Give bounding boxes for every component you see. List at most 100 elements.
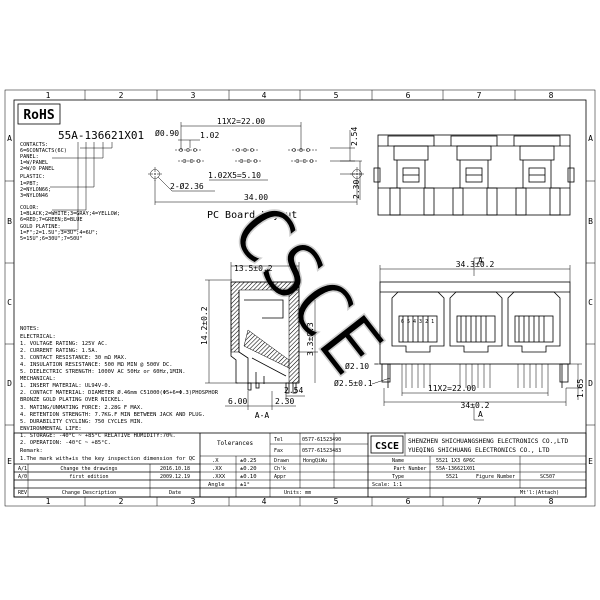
dim-row-pitch: 1.02X5=5.10 (208, 171, 261, 180)
note-line: 3. CONTACT RESISTANCE: 30 mΩ MAX. (20, 355, 127, 361)
front-view: 34.3±0.2 A A (334, 256, 585, 421)
dim-side-pitch: 2.54 (284, 386, 303, 395)
note-line: 2. CURRENT RATING: 1.5A. (20, 348, 98, 354)
legend-line: 2=W/O PANEL (20, 166, 54, 172)
tolerances-label: Tolerances (217, 440, 254, 447)
col-label: 7 (477, 497, 482, 506)
tol-val: ±0.25 (240, 458, 257, 464)
note-line: ELECTRICAL: (20, 334, 56, 340)
legend-line: 1=PBT; (20, 181, 39, 187)
company-logo: CSCE (375, 441, 399, 452)
top-grounding-tabs (373, 167, 575, 216)
col-label: 6 (406, 497, 411, 506)
type-label: Type (392, 474, 404, 480)
legend-line: 1=W/PANEL (20, 160, 48, 166)
note-line: 5. DIELECTRIC STRENGTH: 1000V AC 50Hz or… (20, 369, 186, 375)
section-label: A-A (255, 411, 270, 420)
front-port-1 (391, 291, 445, 353)
dim-hole-diameter: Ø0.90 (155, 128, 179, 138)
note-line: MECHANICAL: (20, 376, 56, 382)
note-line: 4. INSULATION RESISTANCE: 500 MΩ MIN @ 5… (20, 362, 173, 368)
legend-text: CONTACTS: 6=6CONTACTS(6C) PANEL: 1=W/PAN… (20, 142, 120, 242)
rohs-label: RoHS (23, 108, 54, 123)
rev-id: A/0 (18, 474, 27, 480)
name-label: Name (392, 458, 404, 464)
row-labels: A B C D E A B C D E (7, 134, 593, 466)
top-port-3 (513, 135, 561, 188)
row-label: A (7, 134, 12, 143)
section-mark-bottom: A (478, 410, 483, 419)
dim-front-pitch: 11X2=22.00 (428, 384, 476, 393)
row-label: B (588, 217, 593, 226)
note-line: NOTES: (20, 326, 39, 332)
tel-value: 0577-61523490 (302, 437, 341, 443)
part-number-label: Part Number (393, 466, 426, 472)
sheet-label: Mt'l:(Attach) (520, 490, 559, 496)
row-label: D (7, 379, 12, 388)
col-label: 8 (549, 497, 554, 506)
col-label: 6 (406, 91, 411, 100)
top-port-1 (387, 135, 435, 188)
rev-date: 2016.10.18 (160, 466, 190, 472)
company-name-1: SHENZHEN SHICHUANGSHENG ELECTRONICS CO.,… (408, 438, 568, 445)
legend-line: 3=NYLON46 (20, 193, 48, 199)
notes-block: NOTES: ELECTRICAL: 1. VOLTAGE RATING: 12… (20, 326, 219, 446)
top-port-2 (450, 135, 498, 188)
drawn-by: HongQiWu (303, 458, 327, 464)
col-label: 2 (119, 91, 124, 100)
rev-head: Change Description (62, 490, 116, 496)
part-code-legend (50, 142, 113, 231)
tol-key: .XX (212, 466, 223, 472)
tol-key: .X (212, 458, 219, 464)
top-view (373, 134, 575, 216)
tol-val: ±0.10 (240, 474, 257, 480)
legend-line: 6=RED;7=GREEN;8=BLUE (20, 217, 82, 223)
legend-line: 1=F";2=1.5U";3=3U";4=6U"; (20, 230, 98, 236)
dim-pitch-total: 11X2=22.00 (217, 117, 265, 126)
dim-mount-hole: 2-Ø2.36 (170, 181, 204, 191)
dim-pin-length: 3.3±0.3 (306, 322, 315, 356)
dim-width: 34.3±0.2 (456, 260, 495, 269)
legend-line: 2=NYLON66; (20, 187, 51, 193)
remark-text: 1.The mark with★is the key inspection di… (20, 456, 195, 462)
note-line: ENVIRONMENTAL LIFE: (20, 426, 82, 432)
side-pins (247, 370, 297, 394)
legend-line: 1=BLACK;2=WHITE;3=GRAY;4=YELLOW; (20, 211, 120, 217)
row-label: C (7, 298, 12, 307)
pcb-title: PC Board Layout (207, 210, 297, 221)
fax-value: 0577-61523483 (302, 448, 341, 454)
scale-label: Scale: 1:1 (372, 482, 402, 488)
row-label: D (588, 379, 593, 388)
col-label: 8 (549, 91, 554, 100)
dim-mount-offset: 2.30 (352, 180, 361, 199)
note-line: 2. CONTACT MATERIAL: DIAMETER Ø.46mm C51… (20, 389, 219, 396)
tel-label: Tel (274, 437, 283, 443)
pcb-pin-holes (179, 148, 314, 163)
dim-height: 14.2±0.2 (200, 306, 209, 345)
note-line: 3. MATING/UNMATING FORCE: 2.28G F MAX. (20, 405, 143, 411)
pc-board-layout: 11X2=22.00 Ø0.90 1.02 2.54 (148, 117, 364, 221)
legend-line: PANEL: (20, 154, 39, 160)
check-label: Ch'k (274, 466, 286, 472)
row-label: C (588, 298, 593, 307)
pcb-center-marks (175, 149, 318, 162)
part-number-value: 55A-136621X01 (436, 466, 475, 472)
part-code: 55A-136621X01 (58, 129, 144, 142)
col-label: 4 (262, 497, 267, 506)
dim-side-gap: 2.30 (275, 397, 294, 406)
note-line: 1. STORAGE: -40°C ~ +85°C RELATIVE HUMID… (20, 433, 176, 439)
note-line: 1. VOLTAGE RATING: 125V AC. (20, 341, 108, 347)
legend-line: 6=6CONTACTS(6C) (20, 148, 67, 154)
title-block: Remark: 1.The mark with★is the key inspe… (13, 432, 587, 498)
col-label: 2 (119, 497, 124, 506)
col-label: 1 (46, 91, 51, 100)
remark-label: Remark: (20, 448, 43, 454)
row-label: E (7, 457, 12, 466)
pin-number-labels: 6 5 4 3 2 1 (401, 319, 434, 325)
dim-pin-standoff: 1.65 (576, 379, 585, 398)
legend-line: CONTACTS: (20, 142, 48, 148)
row-label: A (588, 134, 593, 143)
company-name-2: YUEQING SHICHUANG ELECTRONICS CO., LTD (408, 447, 550, 454)
side-view: 13.5±0.2 14.2±0.2 3.3±0.3 2.54 (200, 262, 318, 420)
dim-post-span: 34±0.2 (461, 401, 490, 410)
